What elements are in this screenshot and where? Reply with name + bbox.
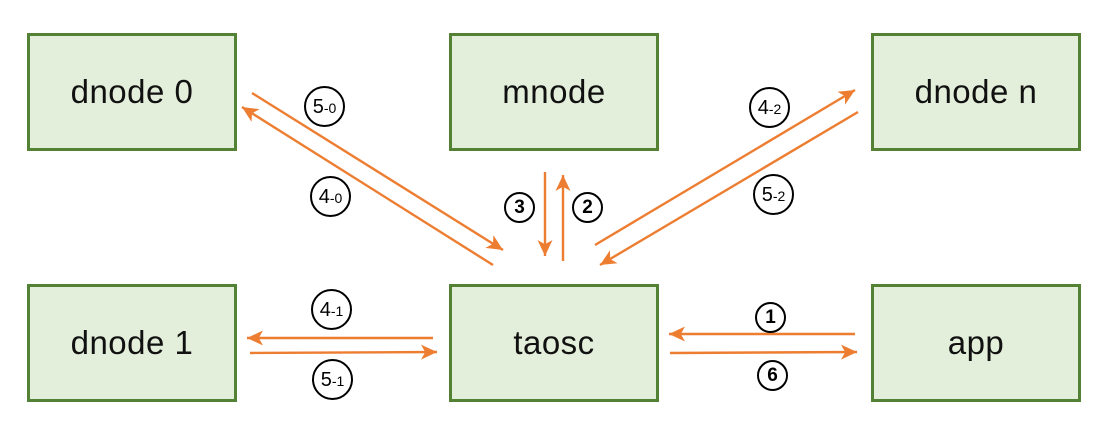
arrow-dnoden-to-taosc — [599, 110, 859, 267]
step-label-1: 1 — [755, 302, 786, 333]
node-dnode-0-label: dnode 0 — [70, 73, 194, 110]
step-label-4-2: 4-2 — [749, 87, 790, 128]
node-mnode: mnode — [449, 33, 659, 151]
node-dnode-n: dnode n — [871, 33, 1081, 151]
step-label-4-1: 4-1 — [311, 289, 352, 330]
node-app-label: app — [947, 324, 1005, 361]
node-dnode-1-label: dnode 1 — [70, 324, 194, 361]
step-label-2: 2 — [572, 192, 603, 223]
step-label-4-0: 4-0 — [310, 176, 351, 217]
node-mnode-label: mnode — [502, 73, 606, 110]
node-app: app — [871, 284, 1081, 402]
arrow-dnode0-to-taosc — [251, 91, 504, 252]
node-taosc: taosc — [449, 284, 659, 402]
node-dnode-n-label: dnode n — [914, 73, 1038, 110]
node-taosc-label: taosc — [513, 324, 595, 361]
step-label-5-1: 5-1 — [312, 359, 353, 400]
arrow-taosc-to-dnoden — [594, 88, 856, 247]
arrow-dnode1-to-taosc — [249, 344, 438, 360]
arrow-taosc-to-app — [669, 344, 858, 360]
step-label-3: 3 — [504, 192, 535, 223]
step-label-5-0: 5-0 — [304, 86, 345, 127]
node-dnode-0: dnode 0 — [27, 33, 237, 151]
arrow-taosc-to-dnode0 — [241, 105, 494, 267]
step-label-6: 6 — [757, 360, 788, 391]
node-dnode-1: dnode 1 — [27, 284, 237, 402]
step-label-5-2: 5-2 — [753, 174, 794, 215]
